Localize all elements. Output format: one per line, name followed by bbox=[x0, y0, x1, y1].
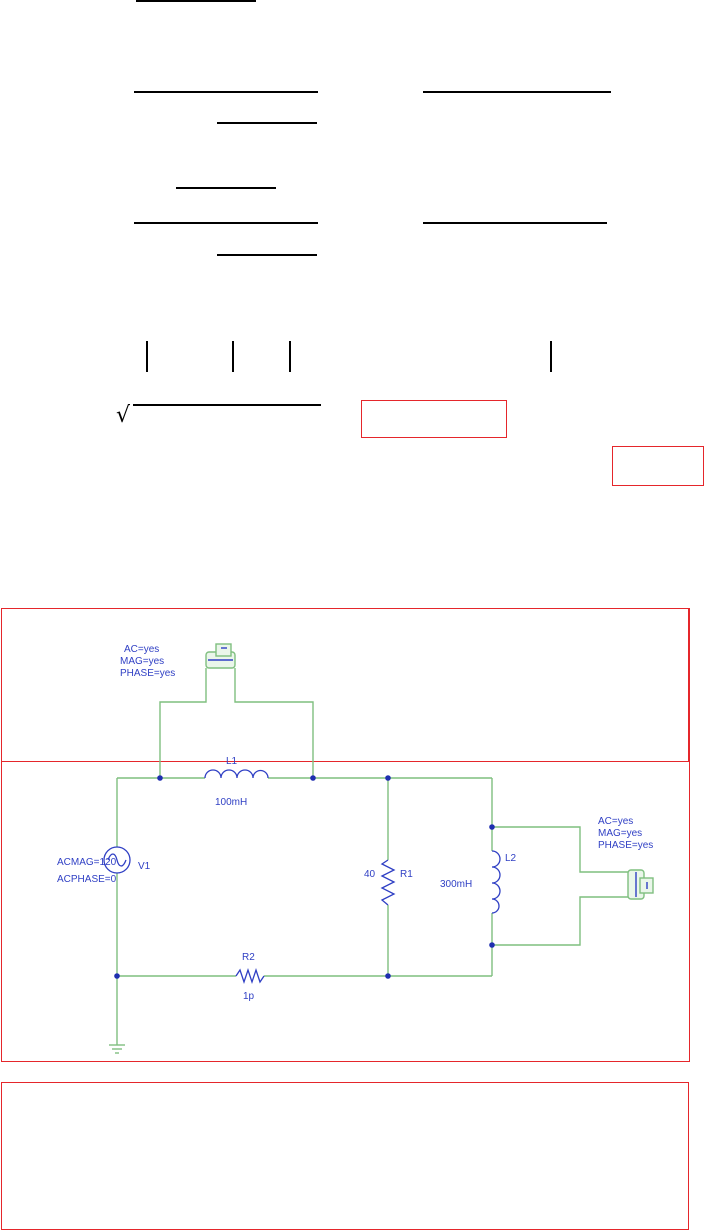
l1-ref-label: L1 bbox=[226, 756, 238, 767]
absolute-value-bar bbox=[550, 341, 552, 372]
resistor-r1-icon bbox=[380, 859, 396, 906]
fraction-bar bbox=[423, 222, 607, 224]
fraction-bar bbox=[423, 91, 611, 93]
l2-value-label: 300mH bbox=[440, 879, 472, 890]
ac-source-icon bbox=[103, 846, 131, 874]
ground-icon bbox=[109, 1044, 125, 1054]
schematic-outer-frame bbox=[1, 608, 690, 1062]
source-ref-label: V1 bbox=[138, 861, 151, 872]
source-acphase-label: ACPHASE=0 bbox=[57, 874, 117, 885]
node bbox=[157, 775, 163, 781]
wire-probe-top bbox=[159, 668, 314, 778]
node bbox=[114, 973, 120, 979]
resistor-r2-icon bbox=[235, 967, 265, 985]
notes-box bbox=[1, 1082, 689, 1230]
inductor-l2-icon bbox=[491, 850, 501, 914]
voltage-probe-top-icon bbox=[205, 643, 236, 669]
probe-right-mag-label: MAG=yes bbox=[598, 828, 642, 839]
voltage-probe-right-icon bbox=[627, 869, 654, 900]
fraction-bar bbox=[217, 254, 317, 256]
square-root-vinculum bbox=[133, 404, 321, 406]
l2-ref-label: L2 bbox=[505, 853, 517, 864]
node bbox=[489, 824, 495, 830]
node bbox=[385, 973, 391, 979]
wire-probe-right bbox=[492, 826, 628, 946]
r1-ref-label: R1 bbox=[400, 869, 413, 880]
probe-right-phase-label: PHASE=yes bbox=[598, 840, 653, 851]
answer-box bbox=[612, 446, 704, 486]
absolute-value-bar bbox=[146, 341, 148, 372]
fraction-bar bbox=[176, 187, 276, 189]
absolute-value-bar bbox=[289, 341, 291, 372]
wires bbox=[116, 668, 628, 1045]
junction-nodes bbox=[114, 775, 495, 979]
fraction-bar bbox=[134, 222, 318, 224]
node bbox=[310, 775, 316, 781]
l1-value-label: 100mH bbox=[215, 797, 247, 808]
source-acmag-label: ACMAG=120 bbox=[57, 857, 117, 868]
fraction-bar bbox=[217, 122, 317, 124]
probe-top-phase-label: PHASE=yes bbox=[120, 668, 175, 679]
node bbox=[489, 942, 495, 948]
fraction-bar bbox=[134, 91, 318, 93]
node bbox=[385, 775, 391, 781]
r2-value-label: 1p bbox=[243, 991, 255, 1002]
probe-top-ac-label: AC=yes bbox=[124, 644, 159, 655]
inductor-l1-icon bbox=[204, 769, 269, 779]
r1-value-label: 40 bbox=[364, 869, 376, 880]
absolute-value-bar bbox=[232, 341, 234, 372]
probe-top-mag-label: MAG=yes bbox=[120, 656, 164, 667]
square-root-sign: √ bbox=[116, 403, 131, 428]
fraction-bar bbox=[136, 0, 256, 2]
probe-right-ac-label: AC=yes bbox=[598, 816, 633, 827]
r2-ref-label: R2 bbox=[242, 952, 255, 963]
answer-box bbox=[361, 400, 507, 438]
